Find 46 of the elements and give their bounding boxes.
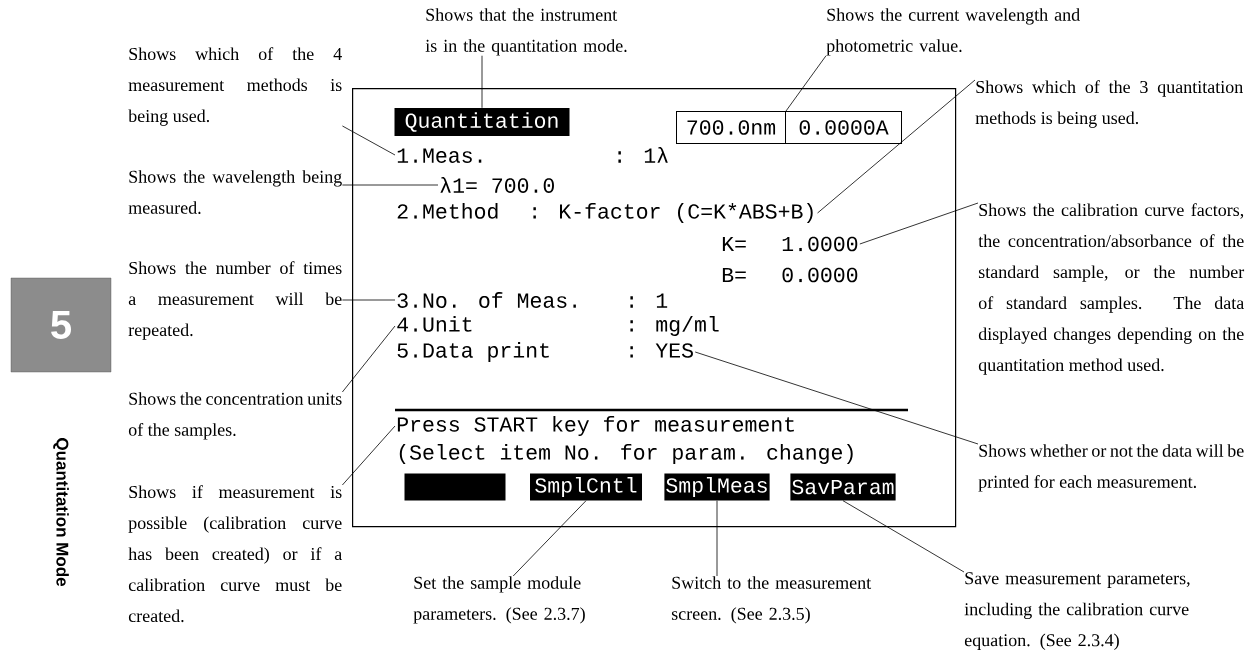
leader-line xyxy=(342,325,396,393)
callout-text: Shows which of the 3 quantitation methods is being used. xyxy=(975,80,1243,128)
chapter-tab: 5 xyxy=(10,277,112,373)
callout-text: Save measurement parameters, including the calibration curve equation. (See 2.3.4) xyxy=(964,572,1190,650)
screen-text: 1.Meas. : 1λ xyxy=(397,147,668,163)
screen-text: B= 0.0000 xyxy=(722,267,858,283)
screen-text: K= 1.0000 xyxy=(722,236,858,252)
section-title: Quantitation Mode xyxy=(53,438,69,587)
leader-line xyxy=(716,500,718,577)
leader-line xyxy=(694,351,979,445)
callout-text: Shows whether or not the data will be printed for each measurement. xyxy=(978,444,1244,492)
callout-text: Shows the current wavelength and photometric value. xyxy=(826,8,1080,56)
screen-text: (Select item No. for param. change) xyxy=(399,444,853,465)
leader-line xyxy=(842,500,965,573)
leader-line xyxy=(817,79,976,214)
leader-line xyxy=(342,299,396,301)
screen-text: 2.Method : K-factor (C=K*ABS+B) xyxy=(397,203,813,224)
callout-text: Set the sample module parameters. (See 2.3.7) xyxy=(413,576,585,624)
screen-text: 3.No. of Meas. : 1 xyxy=(397,292,668,308)
screen-text: 5.Data print : YES xyxy=(397,342,693,363)
callout-text: Shows the calibration curve factors, the concentration/absorbance of the standard sample, or the number of standard samples. The data displayed changes depending on the quantitation method used. xyxy=(978,203,1245,375)
callout-text: Shows the wavelength being measured. xyxy=(128,170,342,214)
readout-cell: 0.0000A xyxy=(785,111,902,144)
leader-line xyxy=(859,202,979,245)
callout-text: Shows if measurement is possible (calibration curve has been created) or if a calibration curve must be created. xyxy=(128,485,342,623)
function-key xyxy=(404,473,506,501)
function-key: SmplCntl xyxy=(530,473,642,501)
callout-text: Shows which of the 4 measurement methods is being used. xyxy=(128,47,342,126)
callout-text: Shows that the instrument is in the quantitation mode. xyxy=(425,8,627,56)
readout-cell: 700.0nm xyxy=(676,111,786,144)
function-key: SmplMeas xyxy=(664,473,770,501)
leader-line xyxy=(342,184,439,186)
function-key: SavParam xyxy=(790,473,896,501)
screen-frame xyxy=(352,88,957,528)
screen-text: λ1= 700.0 xyxy=(440,177,554,193)
leader-line xyxy=(342,125,396,156)
callout-text: Switch to the measurement screen. (See 2.3.5) xyxy=(671,576,872,624)
leader-line xyxy=(512,500,587,577)
callout-text: Shows the number of times a measurement will be repeated. xyxy=(128,261,342,340)
leader-line xyxy=(785,55,827,112)
screen-text: Press START key for measurement xyxy=(397,416,794,437)
leader-line xyxy=(342,425,396,486)
screen-text: 4.Unit : mg/ml xyxy=(397,316,719,336)
mode-title: Quantitation xyxy=(394,108,570,136)
leader-line xyxy=(481,55,483,109)
callout-text: Shows the concentration units of the samples. xyxy=(128,392,342,440)
